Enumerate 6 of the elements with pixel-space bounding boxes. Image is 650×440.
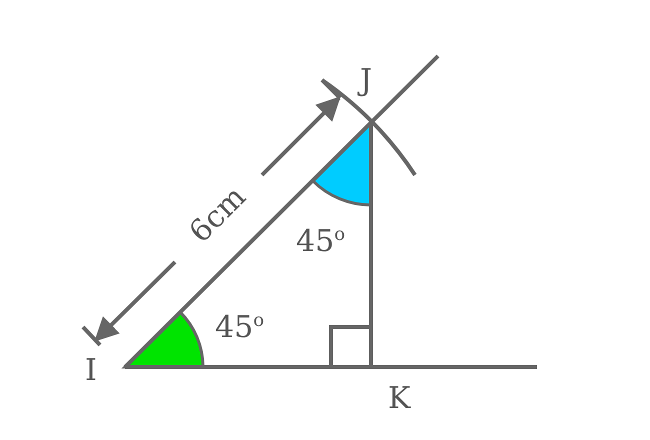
- angle-label: 45$^{o}$: [215, 312, 264, 343]
- point-label: K: [388, 384, 410, 414]
- dimension-label: 6cm: [184, 182, 252, 248]
- point-label: J: [360, 66, 372, 96]
- point-label: I: [85, 356, 97, 386]
- angle-label: 45$^{o}$: [296, 226, 346, 257]
